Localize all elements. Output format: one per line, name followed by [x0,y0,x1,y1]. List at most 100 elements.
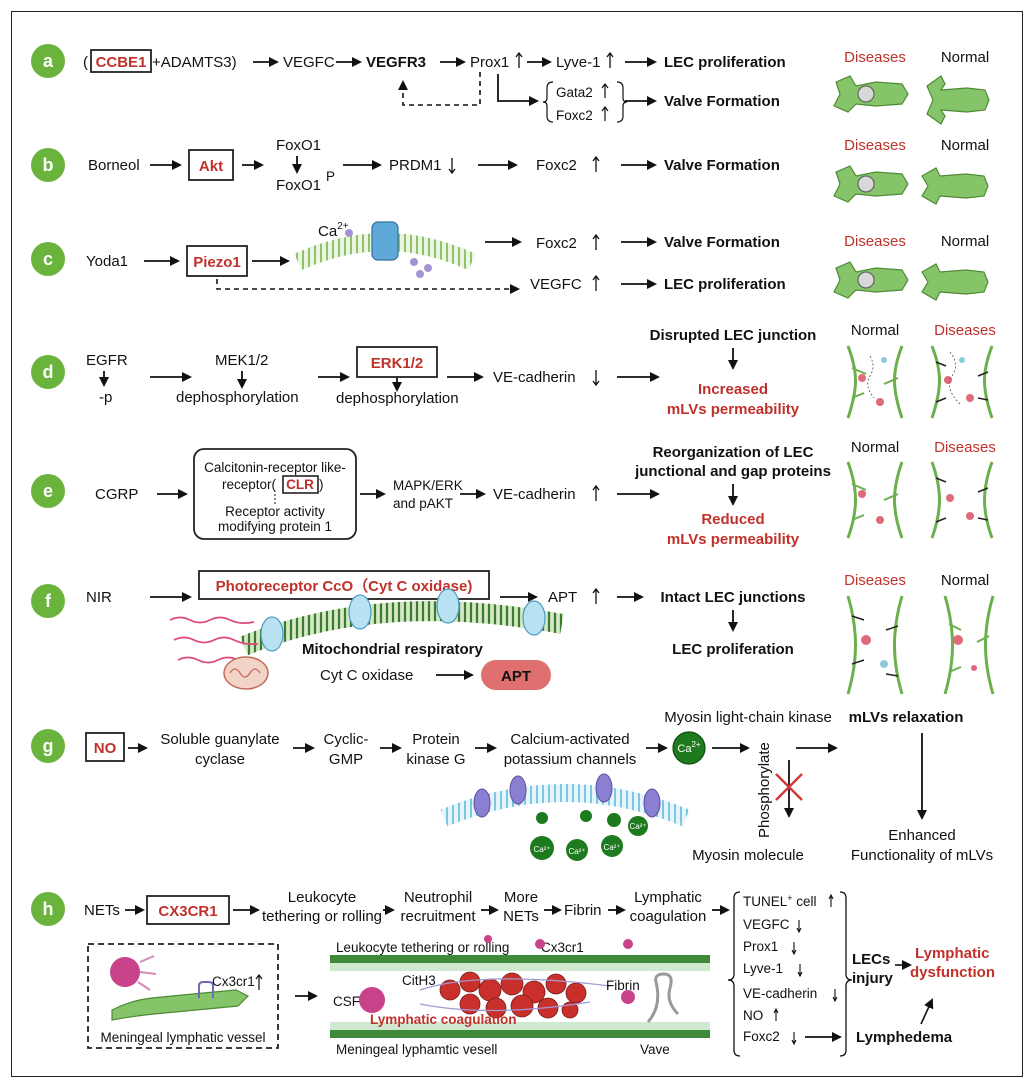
erk-dephos: dephosphorylation [336,390,459,407]
valve-icon [646,972,680,1023]
panel-c-label: c [43,249,53,269]
d-normal-label: Normal [851,322,899,339]
neutrophil-icon [110,957,140,987]
neut-1: Neutrophil [404,889,472,906]
mito-label: Mitochondrial respiratory [302,641,484,658]
e-reorg-2: junctional and gap proteins [634,463,831,480]
apt-f: APT [548,589,577,606]
e-reorg-1: Reorganization of LEC [653,444,814,461]
c-normal-vessel-icon [921,263,989,301]
csf-neutrophil-icon [359,987,385,1013]
h-foxc2: Foxc2 [743,1029,780,1044]
a-diseased-vessel-icon [833,75,909,113]
a-normal-label: Normal [941,49,989,66]
cytc-label: Cyt C oxidase [320,667,413,684]
egfr: EGFR [86,352,128,369]
g-calcium: Ca2+ [677,740,701,755]
clr-box [282,475,319,494]
panel-b-label: b [43,155,54,175]
leuk-2: tethering or rolling [262,908,382,925]
panel-d-label: d [43,362,54,382]
b-diseases-label: Diseases [844,137,906,154]
a-outcome-lec: LEC proliferation [664,54,786,71]
b-normal-label: Normal [941,137,989,154]
cgmp-1: Cyclic- [324,731,369,748]
neut-2: recruitment [400,908,476,925]
clr-target: CLR [286,477,314,492]
lecs-2: injury [852,970,893,987]
ccbe1-target: CCBE1 [96,54,147,71]
more-2: NETs [503,908,539,925]
mapk-1: MAPK/ERK [393,478,463,493]
panel-a-badge [31,44,65,78]
ramp1-line1: Receptor activity [225,504,325,519]
panel-c: c Yoda1 Piezo1 Ca2+ Foxc2 Valve Formatio… [31,221,989,301]
vessel-bottom-label: Meningeal lyphamtic vesell [336,1042,497,1057]
panel-h-label: h [43,899,54,919]
c-calcium: Ca2+ [318,221,349,240]
fibrin-label: Fibrin [606,978,640,993]
yoda1: Yoda1 [86,253,128,270]
c-diseases-label: Diseases [844,233,906,250]
kch-2: potassium channels [504,751,637,768]
foxc2-b: Foxc2 [536,157,577,174]
a-outcome-valve: Valve Formation [664,93,780,110]
ca-ion-label-3: Ca²⁺ [603,843,620,852]
piezo1-box [186,245,248,277]
tunel: TUNEL+ cell [743,893,817,909]
more-1: More [504,889,538,906]
panel-h: h NETs CX3CR1 Leukocyte tethering or rol… [31,889,995,1057]
lymph-coag-2: coagulation [630,908,707,925]
mlvs-relaxation: mLVs relaxation [849,709,964,726]
vecad-e: VE-cadherin [493,486,576,503]
mlck: Myosin light-chain kinase [664,709,832,726]
f-intact: Intact LEC junctions [660,589,805,606]
ccbe1-box [90,49,152,73]
f-diseases-label: Diseases [844,572,906,589]
lecs-1: LECs [852,951,890,968]
csf-label: CSF [333,994,360,1009]
vegfc-a: VEGFC [283,54,335,71]
open-paren: ( [83,54,88,71]
panel-f-label: f [45,591,52,611]
c-normal-label: Normal [941,233,989,250]
vessel-coag-label: Lymphatic coagulation [370,1012,517,1027]
vecad-d: VE-cadherin [493,369,576,386]
no-target: NO [94,740,117,757]
a-diseases-label: Diseases [844,49,906,66]
gata2: Gata2 [556,85,593,100]
phospho-p: P [326,169,335,184]
borneol: Borneol [88,157,140,174]
foxc2-a: Foxc2 [556,108,593,123]
vegfr3: VEGFR3 [366,54,426,71]
h-prox1: Prox1 [743,939,778,954]
vessel-wall-top [330,955,710,963]
panel-d: d EGFR -p MEK1/2 dephosphorylation ERK1/… [31,322,996,419]
clr-line2a: receptor( [222,477,277,492]
nir: NIR [86,589,112,606]
inset-cx3cr1: Cx3cr1 [212,974,255,989]
apt-pill [481,660,551,690]
cith3-label: CitH3 [402,973,436,988]
calcium-ion-icon [672,731,706,765]
foxo1-p: FoxO1 [276,177,321,194]
panel-e-label: e [43,481,53,501]
panel-a-label: a [43,51,54,71]
vessel-cx3cr1: Cx3cr1 [541,940,584,955]
enhanced-1: Enhanced [888,827,956,844]
lymphedema: Lymphedema [856,1029,953,1046]
c-diseased-vessel-icon [833,261,909,299]
sgc-1: Soluble guanylate [160,731,279,748]
fibrin: Fibrin [564,902,602,919]
erk12-target: ERK1/2 [371,355,424,372]
piezo1-channel-icon [371,221,399,261]
panel-f: f NIR Photoreceptor CcO（Cyt C oxidase) A… [31,570,995,695]
panel-e: e CGRP Calcitonin-receptor like- recepto… [31,439,996,548]
f-diseased-vessel-icon [846,595,904,695]
e-diseased-vessel-icon [930,461,994,539]
no-box [85,732,125,762]
prox1-a: Prox1 [470,54,509,71]
d-perm-2: mLVs permeability [667,401,800,418]
leuk-1: Leukocyte [288,889,356,906]
